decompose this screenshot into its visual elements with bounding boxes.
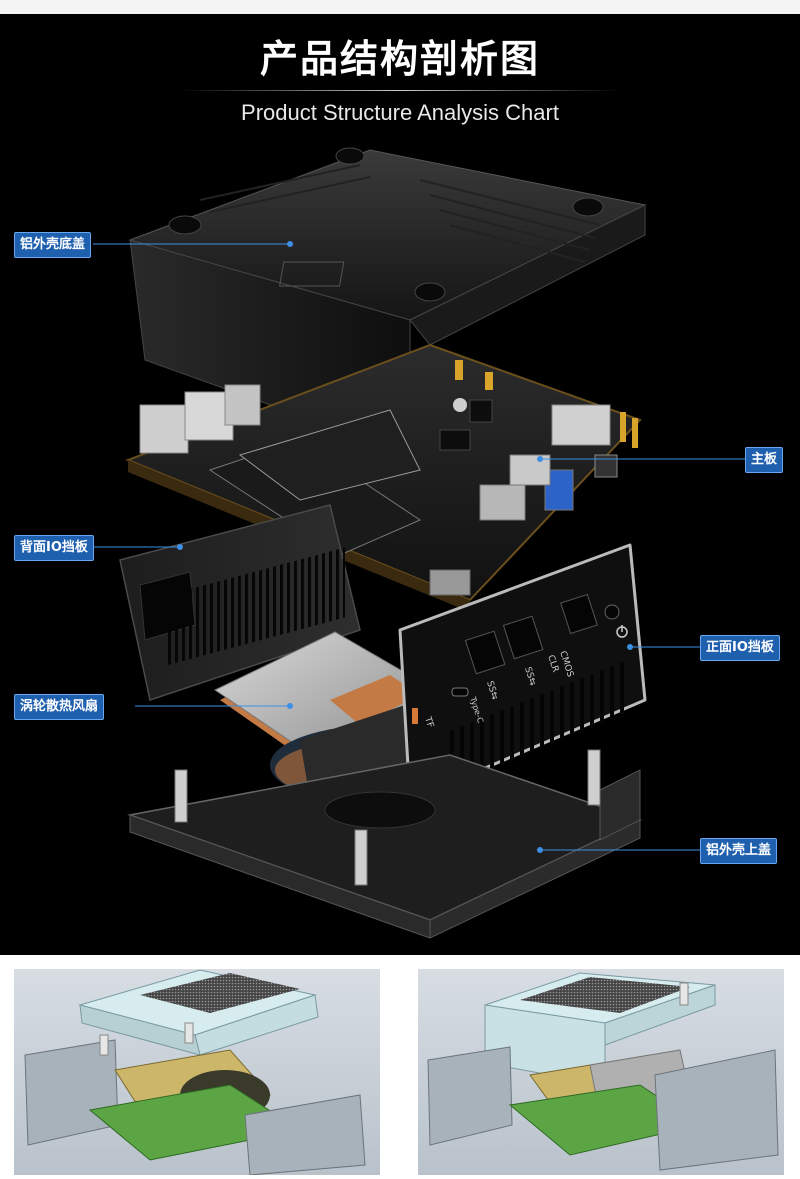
label-front-io: 正面IO挡板 xyxy=(700,635,780,661)
cad-renders xyxy=(14,969,784,1176)
power-icon xyxy=(616,625,628,638)
label-top-cover: 铝外壳上盖 xyxy=(700,838,778,864)
title-divider xyxy=(180,90,620,91)
label-fan: 涡轮散热风扇 xyxy=(14,694,105,720)
top-strip xyxy=(0,0,800,14)
top-cover-part xyxy=(127,749,642,939)
front-io-plate-part: CLR CMOS SS⇆ SS⇆ Type-C TF xyxy=(398,543,647,802)
exploded-diagram: CLR CMOS SS⇆ SS⇆ Type-C TF xyxy=(93,147,745,939)
cad-renders-section xyxy=(0,955,800,1176)
label-bottom-cover: 铝外壳底盖 xyxy=(14,232,92,258)
tf-text: TF xyxy=(422,715,435,729)
cad-render-left xyxy=(14,969,380,1176)
label-rear-io: 背面IO挡板 xyxy=(14,535,94,561)
page-title: 产品结构剖析图 xyxy=(259,37,540,81)
rear-io-plate-part xyxy=(119,504,361,701)
leader-lines xyxy=(93,243,745,851)
cad-render-right xyxy=(418,969,784,1175)
exploded-view-panel: 产品结构剖析图 Product Structure Analysis Chart xyxy=(0,0,800,955)
page-subtitle: Product Structure Analysis Chart xyxy=(241,100,559,125)
label-motherboard: 主板 xyxy=(745,447,784,473)
